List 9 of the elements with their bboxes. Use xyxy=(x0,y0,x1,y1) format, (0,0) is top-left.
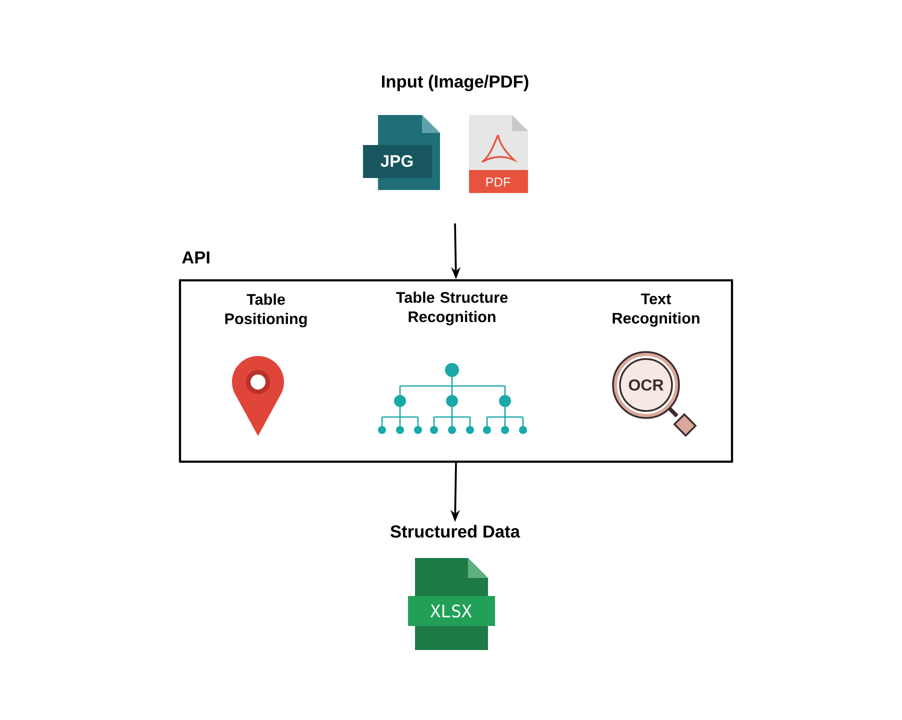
column-heading: Table Positioning xyxy=(225,294,307,328)
heading-text: Input (Image/PDF) xyxy=(382,74,528,92)
file-type-label: XLSX xyxy=(430,604,472,618)
column-heading: Table Structure Recognition xyxy=(396,292,508,326)
file-type-label: PDF xyxy=(486,178,510,186)
heading-text: Structured Data xyxy=(390,524,520,538)
column-heading: Text Recognition xyxy=(612,294,700,327)
icon-label: OCR xyxy=(628,379,664,391)
node-label: API xyxy=(182,251,210,264)
